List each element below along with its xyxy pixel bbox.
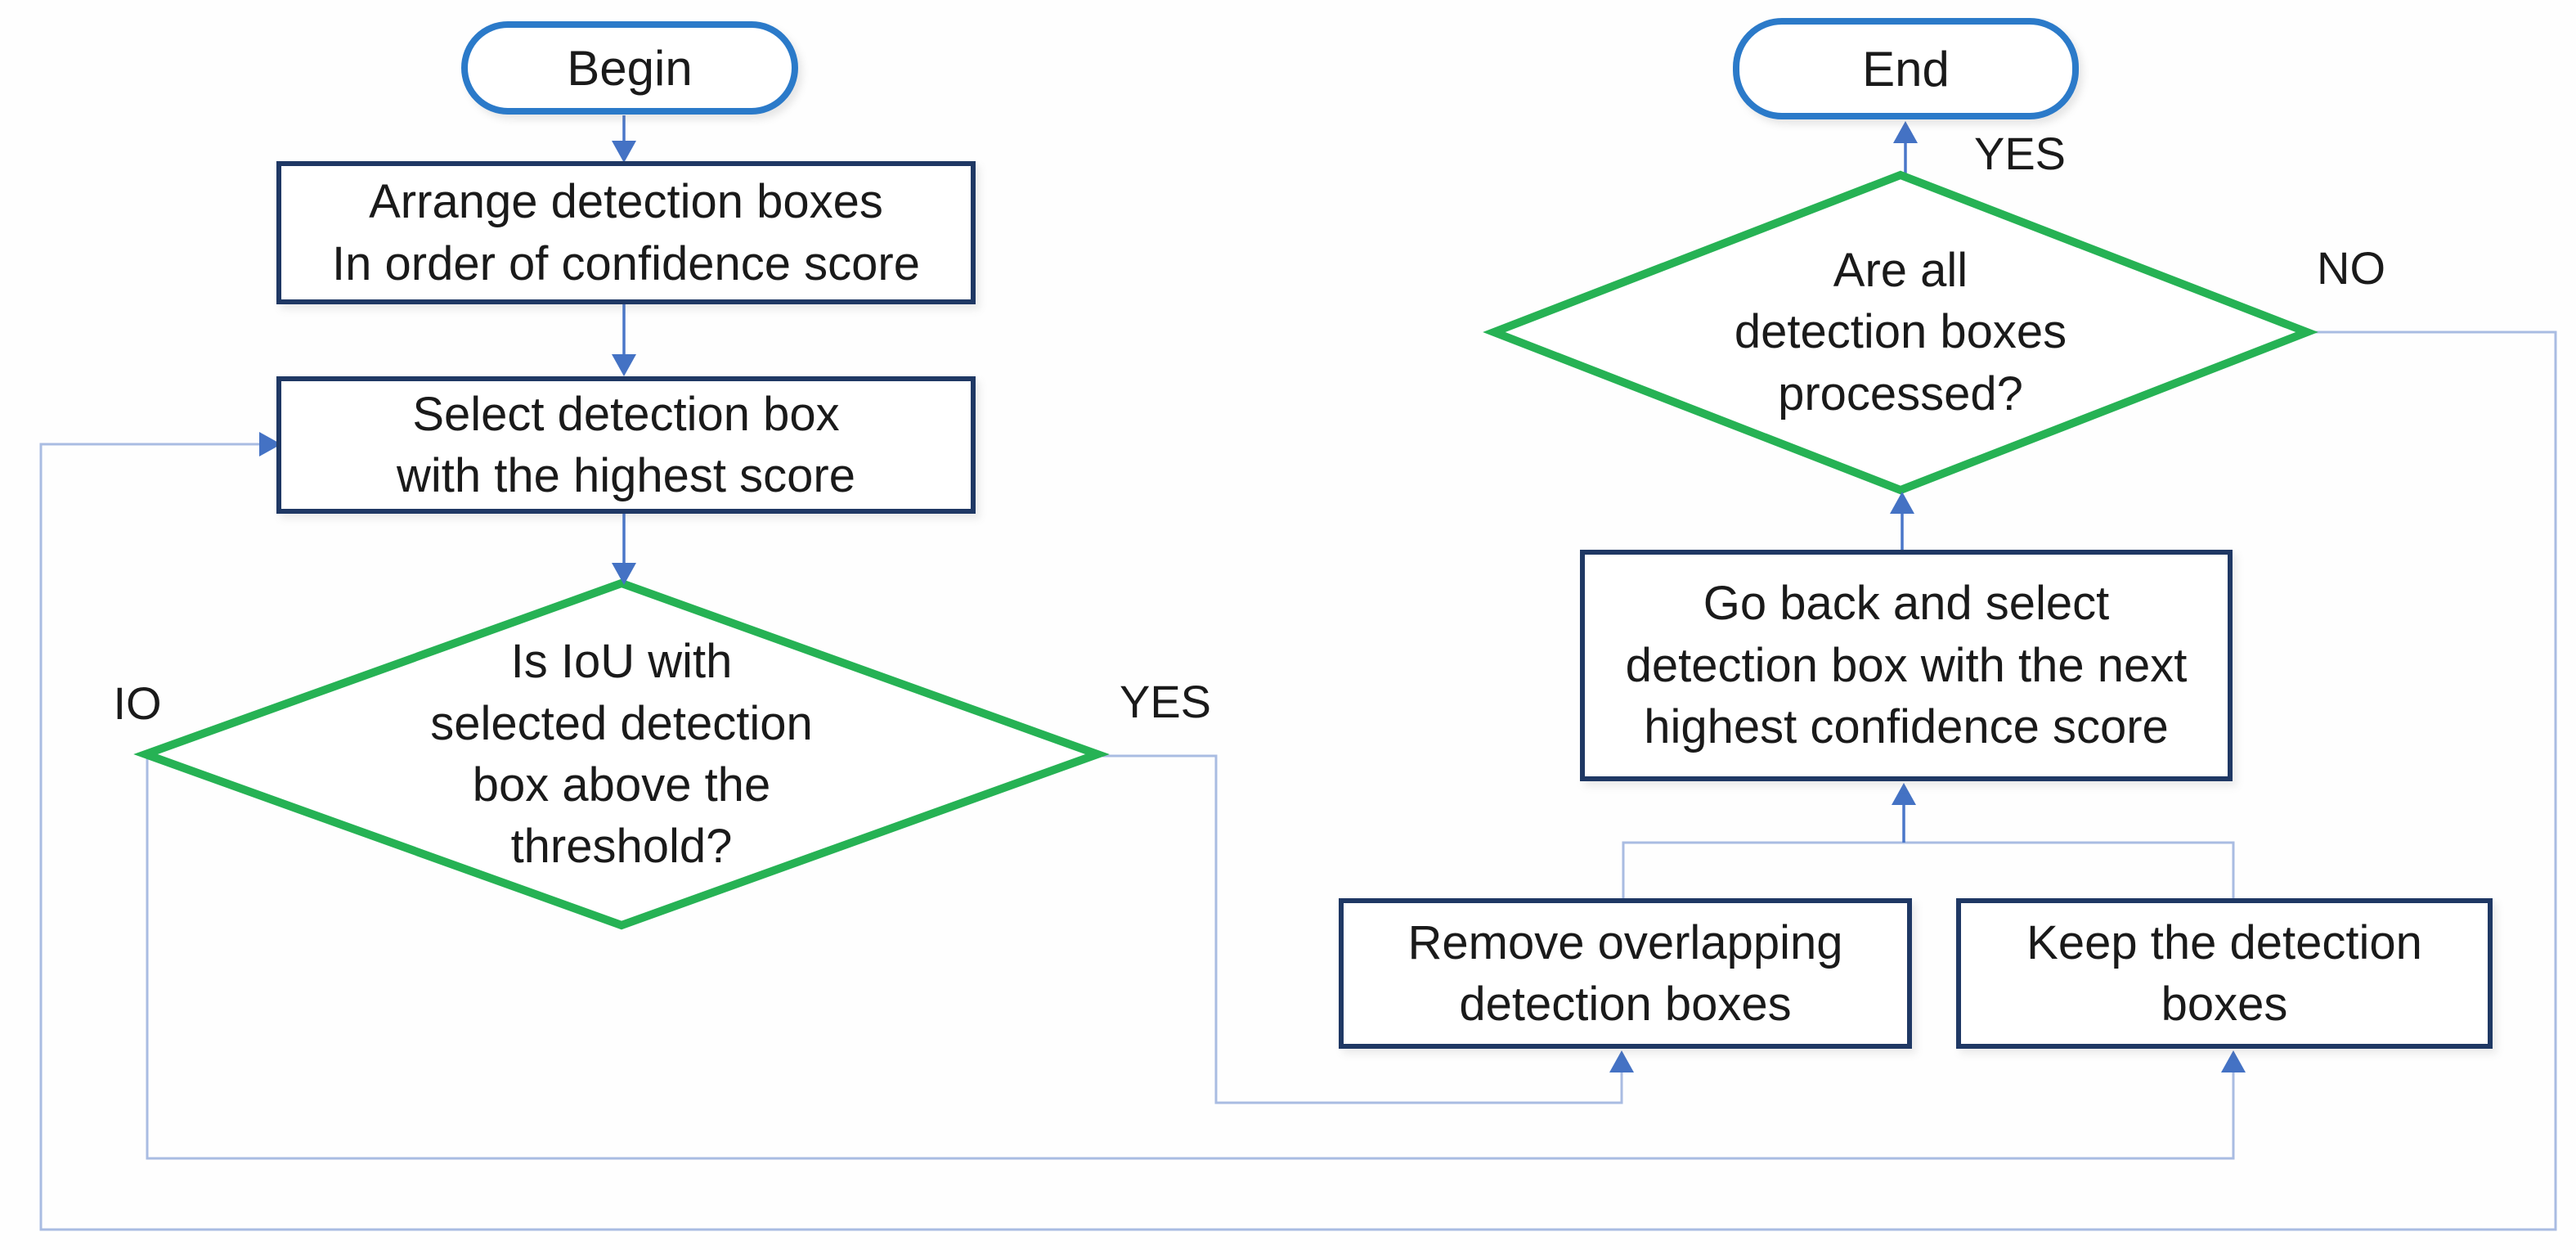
label-processed-yes-text: YES — [1973, 127, 2067, 179]
remove-line-2: detection boxes — [1459, 978, 1792, 1031]
node-select-line-2: with the highest score — [397, 449, 855, 502]
iou-line-4: threshold? — [510, 820, 733, 874]
label-processed-no: NO — [2290, 241, 2412, 294]
node-processed-decision-text: Are all detection boxes processed? — [1573, 236, 2228, 429]
node-go-back: Go back and select detection box with th… — [1580, 550, 2233, 781]
node-keep: Keep the detection boxes — [1956, 898, 2493, 1049]
node-iou-decision-text: Is IoU with selected detection box above… — [294, 620, 949, 888]
processed-line-2: detection boxes — [1734, 305, 2067, 359]
iou-line-2: selected detection — [430, 696, 813, 750]
node-arrange: Arrange detection boxes In order of conf… — [276, 161, 976, 304]
node-end: End — [1733, 18, 2079, 119]
arrowhead-into-processed-diamond — [1890, 492, 1914, 514]
goback-line-3: highest confidence score — [1644, 700, 2169, 754]
node-select-line-1: Select detection box — [412, 387, 840, 441]
arrowhead-into-end — [1893, 121, 1918, 143]
goback-line-1: Go back and select — [1703, 577, 2110, 631]
arrowhead-into-select-left — [259, 432, 281, 456]
node-begin-label: Begin — [567, 40, 693, 96]
processed-decision-diamond — [1483, 170, 2318, 495]
iou-line-1: Is IoU with — [510, 635, 733, 689]
node-arrange-line-2: In order of confidence score — [332, 236, 920, 290]
arrowhead-into-keep — [2221, 1050, 2246, 1072]
node-arrange-line-1: Arrange detection boxes — [369, 175, 883, 229]
arrowhead-into-arrange — [612, 141, 636, 163]
iou-line-3: box above the — [472, 758, 771, 812]
node-end-label: End — [1862, 41, 1950, 97]
edge-merge-remove-keep — [1622, 841, 2235, 898]
label-processed-no-text: NO — [2317, 241, 2385, 294]
iou-decision-diamond — [133, 578, 1110, 930]
keep-line-2: boxes — [2161, 978, 2288, 1031]
label-iou-no: IO — [88, 677, 186, 729]
node-remove: Remove overlapping detection boxes — [1339, 898, 1912, 1049]
remove-line-1: Remove overlapping — [1407, 915, 1843, 969]
edge-iou-yes-to-remove — [1102, 754, 1623, 1104]
node-select: Select detection box with the highest sc… — [276, 376, 976, 514]
arrowhead-into-remove — [1609, 1050, 1634, 1072]
goback-line-2: detection box with the next — [1625, 638, 2188, 692]
label-iou-yes: YES — [1100, 675, 1231, 727]
node-begin: Begin — [461, 21, 798, 115]
edge-processed-no-outer-loop — [39, 330, 2557, 1231]
arrowhead-into-iou-diamond — [612, 563, 636, 585]
keep-line-1: Keep the detection — [2026, 915, 2422, 969]
edge-iou-no-to-keep — [146, 757, 2235, 1160]
arrowhead-into-goback — [1892, 783, 1916, 805]
arrowhead-into-select-top — [612, 354, 636, 376]
label-iou-no-text: IO — [113, 677, 162, 729]
label-iou-yes-text: YES — [1119, 675, 1212, 727]
processed-line-3: processed? — [1778, 366, 2023, 420]
processed-line-1: Are all — [1833, 243, 1968, 297]
label-processed-yes: YES — [1954, 127, 2085, 179]
